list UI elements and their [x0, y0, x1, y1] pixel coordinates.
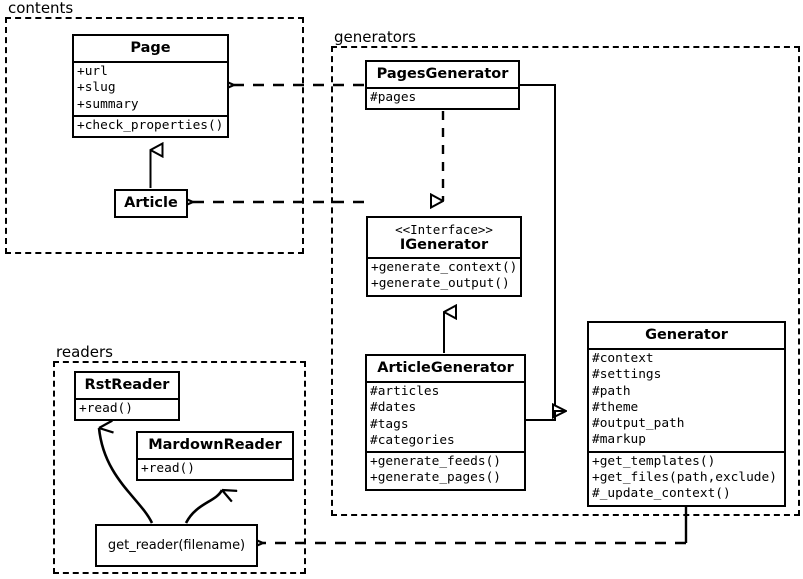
attribute-item: +slug: [77, 80, 116, 96]
class-box-page[interactable]: Page +url +slug +summary +check_properti…: [72, 34, 229, 139]
class-box-article[interactable]: Article: [114, 189, 188, 218]
attribute-item: #context: [592, 351, 654, 366]
package-readers: [53, 361, 306, 574]
class-title-rst-reader: RstReader: [84, 377, 170, 393]
attribute-item: +url: [77, 64, 108, 79]
method-item: +generate_context(): [371, 260, 518, 275]
attribute-item: #markup: [592, 432, 646, 448]
attribute-item: +summary: [77, 96, 139, 112]
attribute-item: #settings: [592, 367, 662, 383]
attribute-item: #categories: [370, 432, 455, 448]
method-item: +generate_pages(): [370, 470, 501, 486]
method-item: +read(): [141, 461, 195, 476]
method-item: +generate_output(): [371, 276, 510, 292]
method-item: +check_properties(): [77, 117, 224, 133]
method-item: +generate_feeds(): [370, 454, 501, 470]
class-title-article-generator: ArticleGenerator: [377, 360, 514, 376]
class-title-generator: Generator: [645, 327, 728, 343]
class-methods-rst-reader: +read(): [76, 398, 178, 419]
method-item: +read(): [79, 401, 133, 416]
package-contents: [5, 17, 304, 254]
class-title-mardown-reader: MardownReader: [148, 437, 282, 453]
class-box-rst-reader[interactable]: RstReader +read(): [74, 371, 180, 422]
method-item: +get_files(path,exclude): [592, 470, 777, 486]
attribute-item: #tags: [370, 416, 409, 432]
attribute-item: #pages: [370, 90, 417, 105]
class-title-igenerator: <<Interface>> IGenerator: [368, 218, 520, 257]
class-attributes-article-generator: #articles #dates #tags #categories: [367, 381, 524, 451]
class-box-pages-generator[interactable]: PagesGenerator #pages: [365, 60, 520, 111]
class-title-article: Article: [124, 195, 178, 211]
class-title-pages-generator: PagesGenerator: [376, 66, 509, 82]
function-label-get-reader: get_reader(filename): [107, 538, 246, 553]
package-generators: [331, 46, 800, 516]
function-box-get-reader[interactable]: get_reader(filename): [95, 524, 258, 567]
class-methods-mardown-reader: +read(): [138, 458, 292, 479]
package-readers-label: readers: [54, 344, 116, 361]
attribute-item: #theme: [592, 399, 639, 415]
package-generators-label: generators: [332, 29, 419, 46]
class-methods-generator: +get_templates() +get_files(path,exclude…: [589, 450, 784, 505]
class-box-generator[interactable]: Generator #context #settings #path #them…: [587, 321, 786, 507]
class-attributes-generator: #context #settings #path #theme #output_…: [589, 348, 784, 451]
class-methods-igenerator: +generate_context() +generate_output(): [368, 257, 520, 295]
method-item: #_update_context(): [592, 486, 731, 502]
class-attributes-page: +url +slug +summary: [74, 61, 227, 115]
class-attributes-pages-generator: #pages: [367, 87, 518, 108]
class-title-page: Page: [130, 40, 171, 56]
attribute-item: #dates: [370, 400, 417, 416]
package-contents-label: contents: [6, 0, 77, 17]
class-methods-page: +check_properties(): [74, 114, 227, 136]
attribute-item: #articles: [370, 384, 440, 399]
class-stereotype-igenerator: <<Interface>>: [395, 222, 493, 237]
class-box-igenerator[interactable]: <<Interface>> IGenerator +generate_conte…: [366, 216, 522, 297]
method-item: +get_templates(): [592, 453, 716, 469]
class-box-mardown-reader[interactable]: MardownReader +read(): [136, 431, 294, 482]
attribute-item: #output_path: [592, 416, 685, 432]
class-box-article-generator[interactable]: ArticleGenerator #articles #dates #tags …: [365, 354, 526, 491]
attribute-item: #path: [592, 383, 631, 399]
class-name-igenerator: IGenerator: [399, 237, 489, 253]
class-methods-article-generator: +generate_feeds() +generate_pages(): [367, 451, 524, 489]
